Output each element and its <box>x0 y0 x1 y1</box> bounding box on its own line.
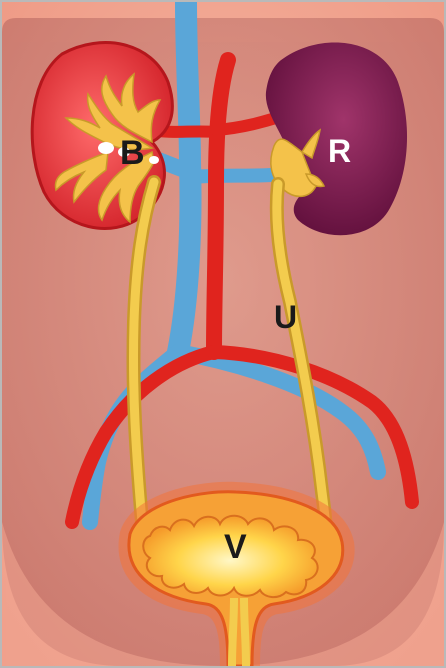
label-b: B <box>120 134 145 172</box>
label-r: R <box>328 133 351 169</box>
label-u: U <box>274 299 297 335</box>
label-v: V <box>224 528 247 566</box>
